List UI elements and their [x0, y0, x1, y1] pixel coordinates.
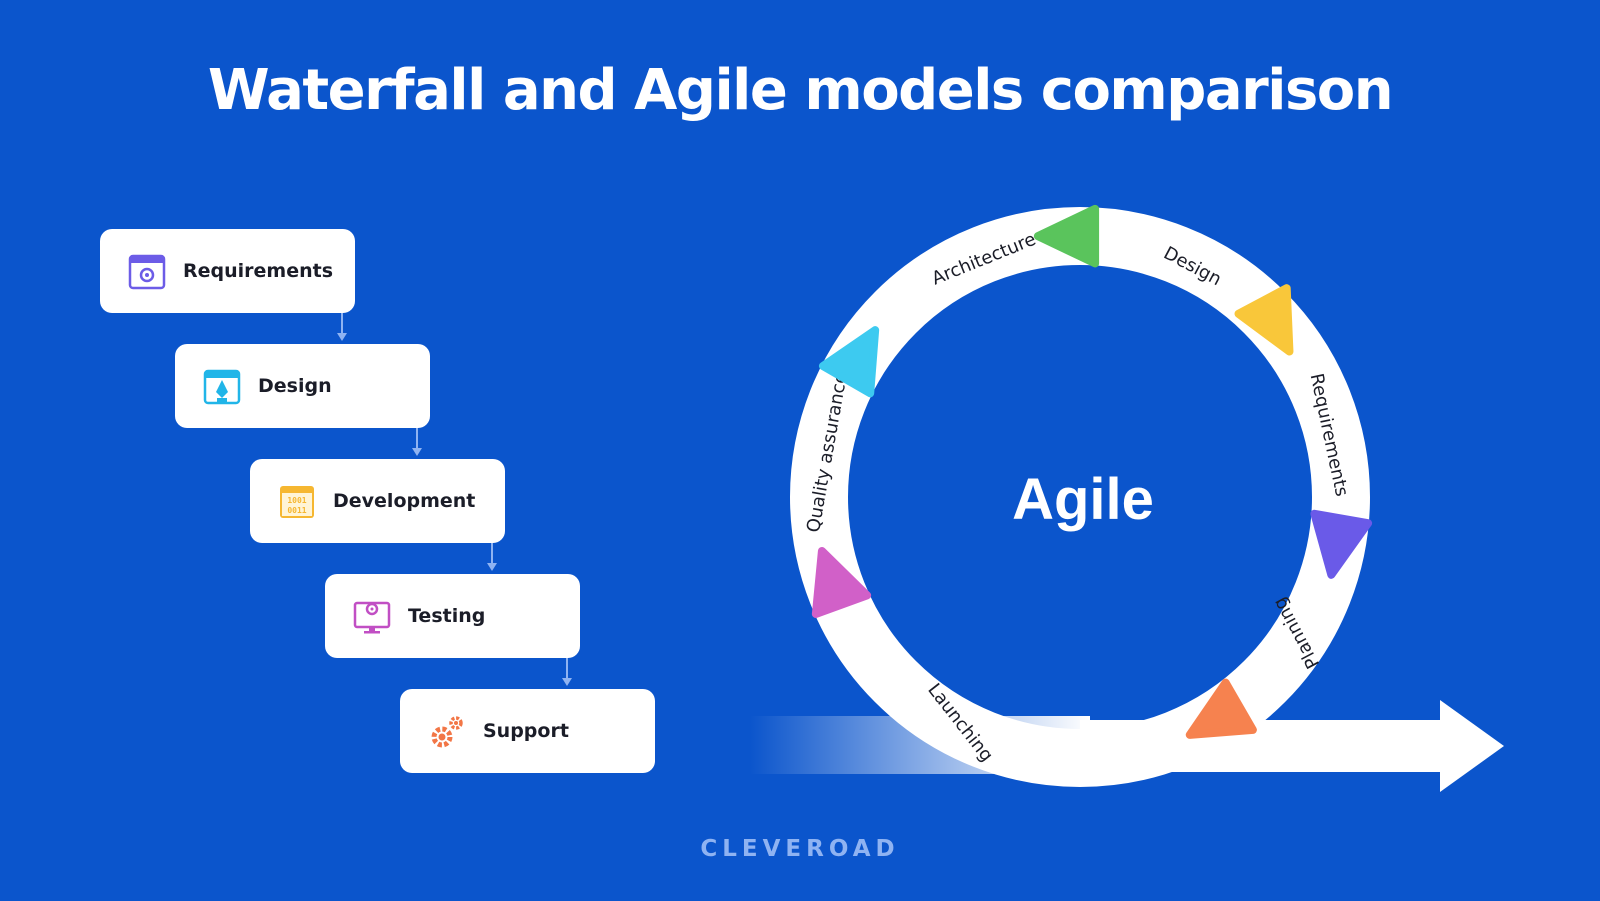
connector-arrow: [337, 313, 347, 341]
waterfall-step-design: Design: [175, 344, 430, 428]
agile-phase-arrow: [818, 326, 880, 398]
binary-code-icon: 1001 0011: [280, 486, 314, 518]
page-title: Waterfall and Agile models comparison: [207, 58, 1394, 123]
gears-icon: [431, 716, 463, 748]
svg-text:1001: 1001: [287, 496, 306, 505]
timeline-arrow-head: [1440, 700, 1504, 792]
agile-phase-arrow: [1234, 284, 1294, 356]
waterfall-step-label: Requirements: [183, 260, 334, 282]
waterfall-step-label: Testing: [408, 605, 486, 627]
brand-logo: CLEVEROAD: [700, 836, 900, 862]
waterfall-step-label: Design: [258, 375, 332, 397]
waterfall-step-requirements: Requirements: [100, 229, 355, 313]
waterfall-step-label: Development: [333, 490, 476, 512]
connector-arrow: [487, 543, 497, 571]
waterfall-step-support: Support: [400, 689, 655, 773]
agile-phase-arrow: [1033, 204, 1100, 268]
connector-arrow: [562, 658, 572, 686]
monitor-gear-icon: [353, 601, 391, 634]
agile-phase-arrow: [1185, 678, 1257, 739]
pen-tool-icon: [203, 369, 241, 405]
waterfall-step-testing: Testing: [325, 574, 580, 658]
waterfall-step-development: 1001 0011 Development: [250, 459, 505, 543]
connector-arrow: [412, 428, 422, 456]
settings-window-icon: [128, 254, 166, 290]
agile-center-label: Agile: [1012, 467, 1154, 532]
svg-text:0011: 0011: [287, 506, 306, 515]
waterfall-step-label: Support: [483, 720, 569, 742]
agile-phase-arrow: [811, 546, 872, 619]
agile-phase-arrow: [1310, 509, 1373, 579]
